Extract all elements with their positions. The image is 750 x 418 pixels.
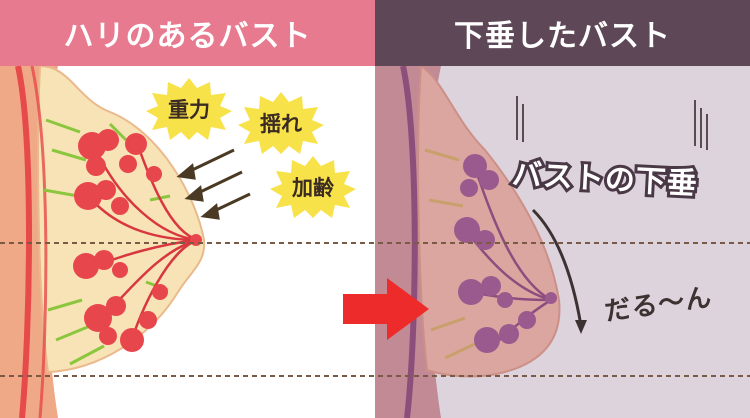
sagging-bust-illustration — [375, 66, 708, 418]
sagging-bust-title: 下垂したバスト — [375, 0, 750, 66]
force-gravity-burst: 重力 — [146, 78, 232, 140]
firm-bust-illustration — [0, 66, 251, 418]
force-aging-burst: 加齢 — [270, 156, 356, 218]
starburst-icon — [238, 92, 324, 154]
force-label: 揺れ — [260, 112, 302, 136]
sagging-bust-panel: 下垂したバスト — [375, 0, 750, 418]
right-arrow-icon — [343, 278, 429, 340]
force-label: 加齢 — [292, 176, 334, 200]
force-label: 重力 — [168, 98, 210, 122]
firm-bust-title: ハリのあるバスト — [0, 0, 375, 66]
force-sway-burst: 揺れ — [238, 92, 324, 154]
starburst-icon — [146, 78, 232, 140]
starburst-icon — [270, 156, 356, 218]
